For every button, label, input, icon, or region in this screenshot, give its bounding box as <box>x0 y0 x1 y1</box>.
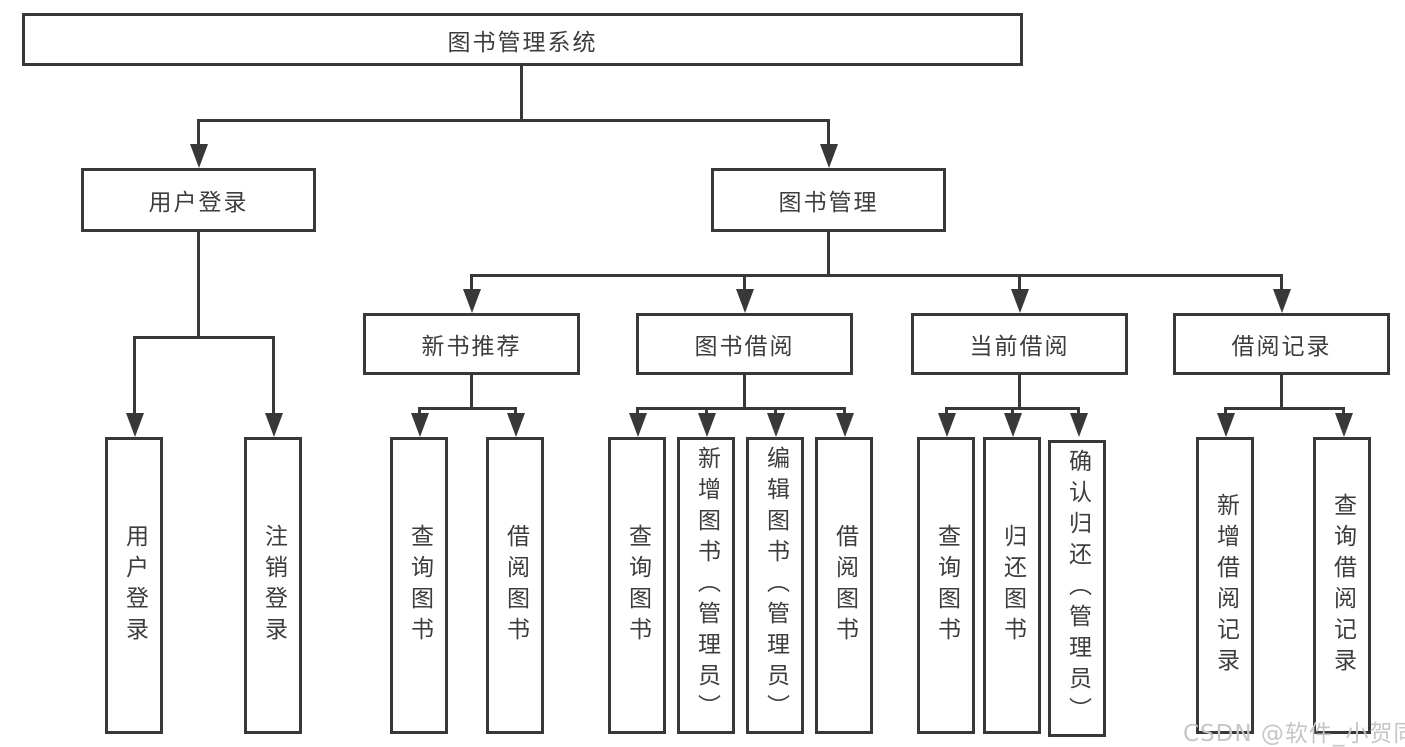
arrow-down-icon <box>938 413 956 437</box>
node-book-borrowing: 图书借阅 <box>636 313 853 375</box>
connector-stem <box>1224 407 1227 417</box>
node-leaf-return-books: 归还图书 <box>983 437 1041 734</box>
node-current-borrowing: 当前借阅 <box>911 313 1128 375</box>
node-root: 图书管理系统 <box>22 13 1023 66</box>
node-label: 查询借阅记录 <box>1329 492 1356 679</box>
arrow-down-icon <box>1011 289 1029 313</box>
node-new-book-recommend: 新书推荐 <box>363 313 580 375</box>
node-leaf-add-borrow-record: 新增借阅记录 <box>1196 437 1254 734</box>
node-label: 借阅图书 <box>831 523 858 648</box>
arrow-down-icon <box>411 413 429 437</box>
arrow-down-icon <box>507 413 525 437</box>
arrow-down-icon <box>629 413 647 437</box>
node-label: 查询图书 <box>933 523 960 648</box>
arrow-down-icon <box>463 289 481 313</box>
connector-stem <box>774 407 777 417</box>
connector-stem <box>1011 407 1014 417</box>
arrow-down-icon <box>767 413 785 437</box>
node-borrow-records: 借阅记录 <box>1173 313 1390 375</box>
connector-stem <box>1077 407 1080 417</box>
node-label: 新增图书（管理员） <box>693 446 720 725</box>
node-leaf-edit-books-admin: 编辑图书（管理员） <box>746 437 804 734</box>
connector-branch <box>636 407 846 410</box>
arrow-down-icon <box>126 413 144 437</box>
arrow-down-icon <box>1070 413 1088 437</box>
node-leaf-user-login: 用户登录 <box>105 437 163 734</box>
connector-userlogin-stem <box>197 232 200 336</box>
connector-root-stem <box>520 66 523 119</box>
node-label: 新增借阅记录 <box>1212 492 1239 679</box>
node-leaf-confirm-return-admin: 确认归还（管理员） <box>1048 440 1106 737</box>
node-leaf-borrow-books-2: 借阅图书 <box>815 437 873 734</box>
connector-l3-branch <box>470 274 1283 277</box>
connector-stem <box>514 407 517 417</box>
connector-l1-stem-right <box>827 119 830 148</box>
node-leaf-query-books-2: 查询图书 <box>608 437 666 734</box>
node-label: 注销登录 <box>260 523 287 648</box>
connector-stem <box>945 407 948 417</box>
node-label: 用户登录 <box>121 523 148 648</box>
node-book-management: 图书管理 <box>711 168 946 232</box>
node-label: 查询图书 <box>406 523 433 648</box>
node-label: 归还图书 <box>999 523 1026 648</box>
connector-stem <box>418 407 421 417</box>
connector-stem <box>705 407 708 417</box>
node-label: 图书借阅 <box>694 334 795 360</box>
arrow-down-icon <box>698 413 716 437</box>
csdn-watermark: CSDN @软件_小贺同学 <box>1183 721 1405 747</box>
arrow-down-icon <box>1273 289 1291 313</box>
node-label: 当前借阅 <box>969 334 1070 360</box>
arrow-down-icon <box>1004 413 1022 437</box>
arrow-down-icon <box>836 413 854 437</box>
arrow-down-icon <box>736 289 754 313</box>
node-leaf-add-books-admin: 新增图书（管理员） <box>677 437 735 734</box>
node-label: 查询图书 <box>624 523 651 648</box>
connector-stem <box>1280 375 1283 407</box>
connector-stem <box>636 407 639 417</box>
connector-userlogin-branch <box>133 336 275 339</box>
arrow-down-icon <box>1335 413 1353 437</box>
connector-stem <box>743 274 746 292</box>
connector-branch <box>1224 407 1345 410</box>
connector-stem <box>1342 407 1345 417</box>
connector-stem <box>1018 375 1021 407</box>
connector-stem <box>1280 274 1283 292</box>
connector-bookmgmt-stem <box>827 232 830 274</box>
node-leaf-query-borrow-record: 查询借阅记录 <box>1313 437 1371 734</box>
node-label: 图书管理 <box>778 190 879 216</box>
node-label: 确认归还（管理员） <box>1064 449 1091 728</box>
node-label: 借阅图书 <box>502 523 529 648</box>
node-label: 用户登录 <box>148 190 249 216</box>
connector-branch <box>418 407 517 410</box>
connector-stem <box>1018 274 1021 292</box>
node-root-label: 图书管理系统 <box>447 29 598 56</box>
connector-stem <box>272 336 275 416</box>
arrow-down-icon <box>190 144 208 168</box>
connector-stem <box>133 336 136 416</box>
node-leaf-logout: 注销登录 <box>244 437 302 734</box>
connector-stem <box>843 407 846 417</box>
node-label: 借阅记录 <box>1231 334 1332 360</box>
arrow-down-icon <box>820 144 838 168</box>
arrow-down-icon <box>265 413 283 437</box>
connector-l1-stem-left <box>197 119 200 148</box>
node-label: 编辑图书（管理员） <box>762 446 789 725</box>
arrow-down-icon <box>1217 413 1235 437</box>
node-leaf-query-books-1: 查询图书 <box>390 437 448 734</box>
node-leaf-query-books-3: 查询图书 <box>917 437 975 734</box>
connector-stem <box>470 274 473 292</box>
node-leaf-borrow-books-1: 借阅图书 <box>486 437 544 734</box>
connector-l1-branch <box>197 119 830 122</box>
node-user-login: 用户登录 <box>81 168 316 232</box>
connector-stem <box>470 375 473 407</box>
node-label: 新书推荐 <box>421 334 522 360</box>
connector-stem <box>743 375 746 407</box>
